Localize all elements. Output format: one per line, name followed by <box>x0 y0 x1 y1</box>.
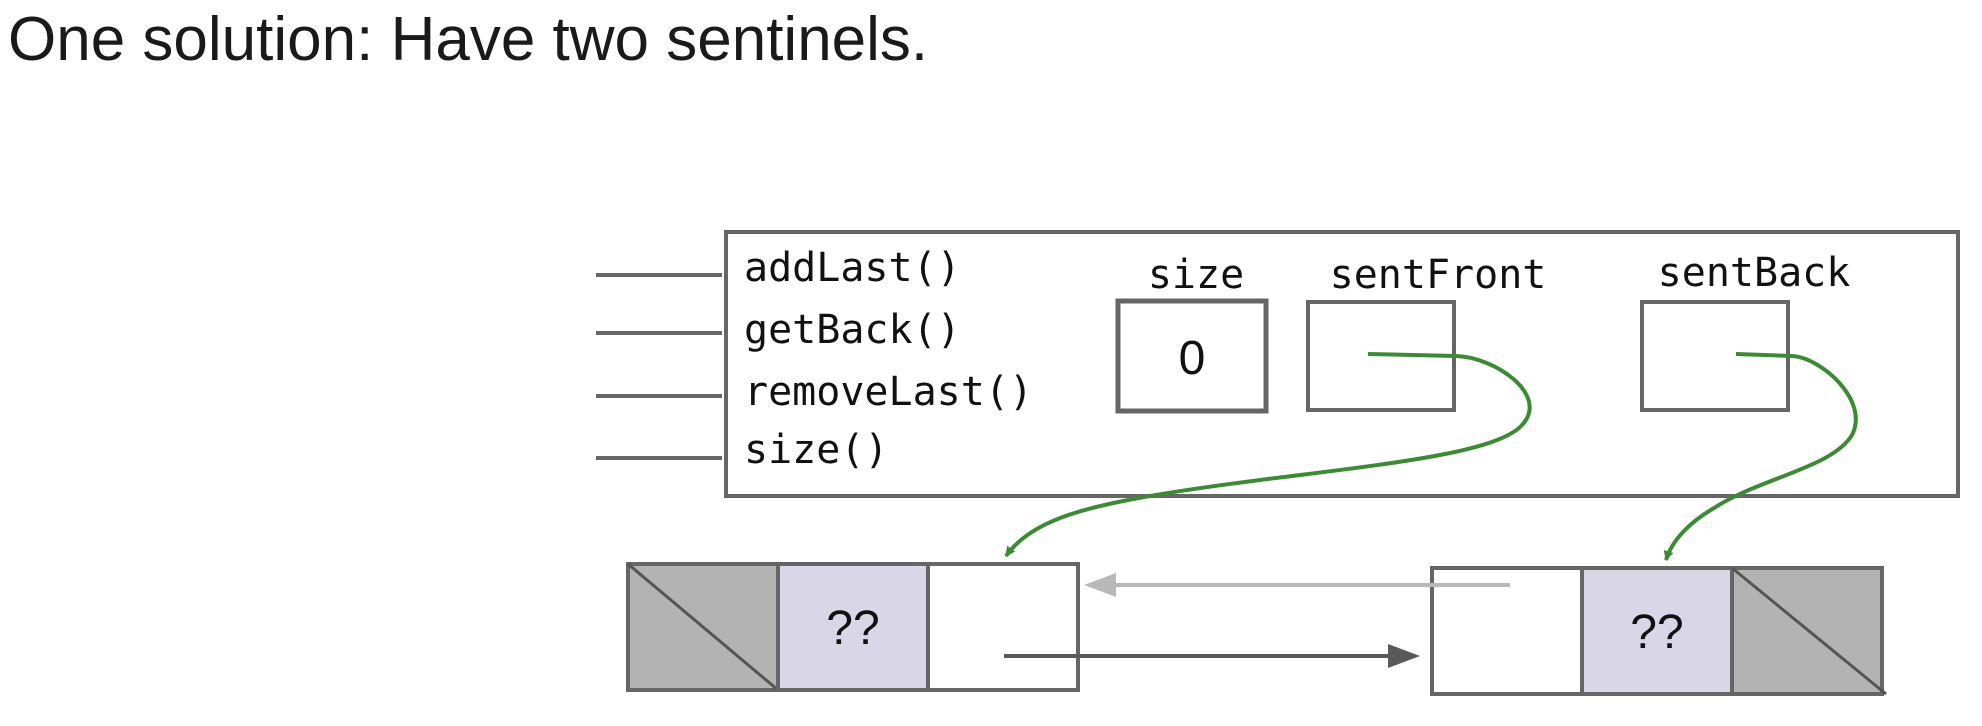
method-getback: getBack() <box>744 307 961 353</box>
prev-pointer-arrowhead <box>1084 573 1116 597</box>
size-field-box <box>1115 298 1269 414</box>
slide-title: One solution: Have two sentinels. <box>8 5 929 74</box>
list-object-box <box>724 230 1960 498</box>
sentback-field-label: sentBack <box>1658 250 1851 296</box>
size-field-value: 0 <box>1179 332 1206 385</box>
size-field-label: size <box>1148 252 1244 298</box>
back-sentinel-item-value: ?? <box>1630 606 1683 659</box>
front-sentinel-item-value: ?? <box>826 602 879 655</box>
back-sentinel-null-slash <box>1731 566 1887 696</box>
sentback-pointer-arrow <box>1663 352 1858 561</box>
back-sentinel-node: ?? <box>1430 566 1887 696</box>
method-removelast: removeLast() <box>744 369 1033 415</box>
sentfront-pointer-arrow <box>1004 352 1532 558</box>
method-size: size() <box>744 427 889 473</box>
method-interface-lines <box>596 273 722 460</box>
front-sentinel-node: ?? <box>626 562 1080 692</box>
front-sentinel-next-cell <box>926 562 1080 692</box>
sentfront-field-label: sentFront <box>1330 252 1547 298</box>
back-sentinel-prev-cell <box>1430 566 1584 696</box>
next-pointer-arrowhead <box>1388 644 1420 668</box>
front-sentinel-null-slash <box>627 562 779 692</box>
method-addlast: addLast() <box>744 245 961 291</box>
